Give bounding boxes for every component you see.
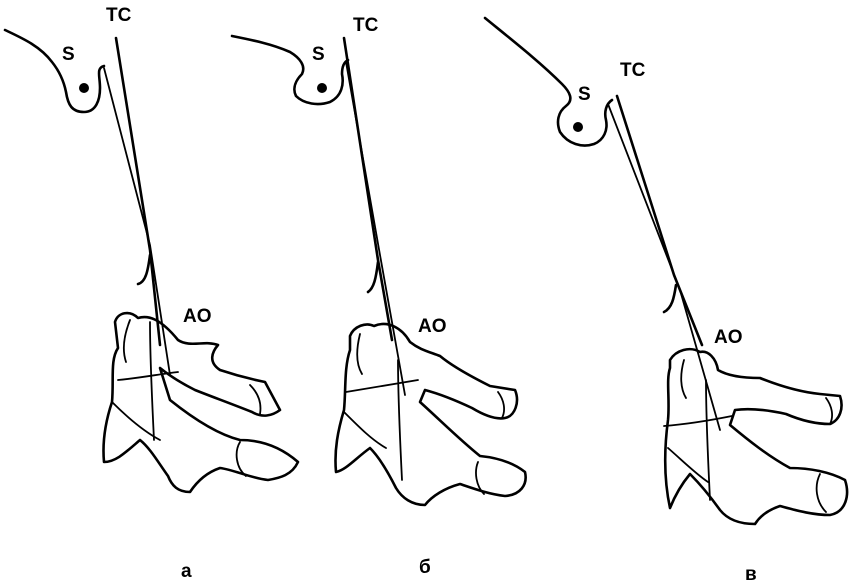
- panel-a-hook: [136, 253, 152, 286]
- panel-a-caption: а: [181, 561, 192, 582]
- panel-b-tc-label: TC: [353, 15, 379, 36]
- panel-a-incus-outline: [3, 28, 106, 114]
- panel-b-caption: б: [419, 557, 431, 578]
- panel-b: [230, 34, 527, 507]
- panel-a-tc-label: TC: [106, 5, 132, 26]
- panel-c-tc-label: TC: [620, 60, 646, 81]
- panel-c-hook: [662, 283, 678, 314]
- panel-c-stapedius-dot: [573, 122, 583, 132]
- panel-b-incus-outline: [230, 34, 350, 106]
- panel-c: [483, 16, 849, 526]
- panel-c-ossicle-body: [663, 347, 849, 526]
- panel-c-ao-label: AO: [714, 327, 743, 348]
- panel-a-ossicle-body: [102, 311, 300, 494]
- panel-b-hook: [366, 260, 380, 294]
- panel-c-tendon-line-2: [607, 103, 721, 431]
- panel-b-ossicle-body: [334, 322, 527, 507]
- panel-b-stapedius-dot: [317, 83, 327, 93]
- panel-c-tendon-line: [615, 94, 704, 347]
- panel-a-tendon-line-2: [103, 67, 171, 376]
- panel-c-caption: в: [745, 564, 757, 584]
- panel-a: [3, 28, 300, 494]
- panel-a-ossicle-inner: [111, 319, 262, 477]
- panel-a-s-label: S: [62, 44, 75, 65]
- panel-b-ao-label: AO: [418, 316, 447, 337]
- panel-a-stapedius-dot: [79, 83, 89, 93]
- panel-c-incus-outline: [483, 16, 614, 147]
- panel-c-ossicle-inner: [663, 359, 833, 513]
- panel-a-ao-label: AO: [183, 306, 212, 327]
- panel-b-tendon-line-2: [345, 61, 406, 396]
- panel-b-ossicle-inner: [343, 333, 505, 495]
- panel-b-s-label: S: [312, 44, 325, 65]
- panel-c-s-label: S: [578, 84, 591, 105]
- panel-a-tendon-line: [114, 36, 162, 347]
